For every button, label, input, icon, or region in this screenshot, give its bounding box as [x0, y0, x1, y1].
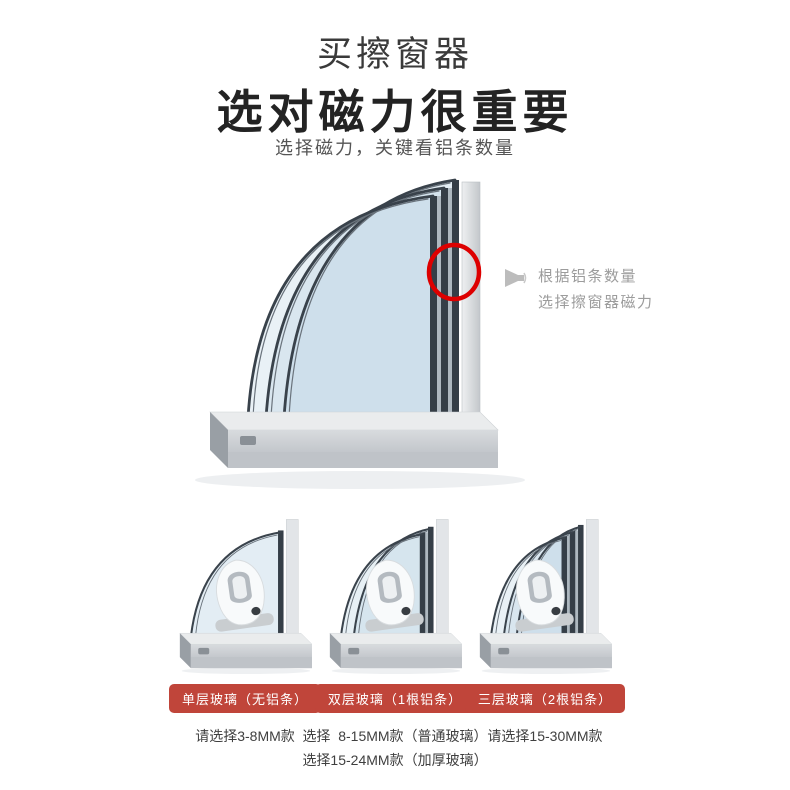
double-glass-illustration [329, 519, 463, 675]
aluminum-strips [567, 530, 579, 637]
cleaner-device [215, 559, 274, 632]
triple-glass-illustration [479, 519, 613, 675]
option-desc-line: 请选择15-30MM款 [487, 728, 603, 744]
option-badge: 单层玻璃（无铝条） [169, 684, 322, 713]
highlight-circle [426, 242, 482, 302]
window-cross-section-illustration [140, 166, 620, 496]
window-cross-section-svg [195, 178, 525, 489]
glass-edge-arcs [246, 178, 457, 420]
option-desc: 请选择3-8MM款 [195, 724, 295, 748]
option-single-glass: 单层玻璃（无铝条） 请选择3-8MM款 [169, 502, 322, 772]
base-rail [209, 411, 499, 468]
ground-shadow [331, 667, 461, 675]
glass-panes [248, 180, 455, 418]
callout-line-2: 选择擦窗器磁力 [538, 294, 654, 311]
cleaner-device [515, 559, 574, 632]
page-subtitle: 选对磁力很重要 [216, 86, 574, 138]
glass-edge-arcs [189, 531, 282, 638]
base-rail [479, 632, 613, 669]
outer-frame-rail [436, 519, 449, 638]
speaker-icon [505, 269, 527, 287]
option-desc-line: 选择 8-15MM款（普通玻璃） [302, 728, 488, 744]
aluminum-strips [437, 188, 452, 418]
option-desc-line: 选择15-24MM款（加厚玻璃） [302, 752, 488, 768]
glass-options: 单层玻璃（无铝条） 请选择3-8MM款 [169, 502, 626, 772]
option-triple-glass: 三层玻璃（2根铝条） 请选择15-30MM款 [464, 502, 626, 772]
cleaner-device [365, 559, 424, 632]
callout: 根据铝条数量 选择擦窗器磁力 [500, 264, 654, 316]
option-double-glass: 双层玻璃（1根铝条） 选择 8-15MM款（普通玻璃） 选择15-24MM款（加… [302, 502, 488, 772]
option-desc-line: 请选择3-8MM款 [195, 728, 295, 744]
outer-frame-rail [286, 519, 299, 638]
page-title: 买擦窗器 [316, 35, 473, 74]
glass-edge-strip [278, 530, 284, 637]
ground-shadow [195, 471, 525, 489]
outer-frame-rail [586, 519, 599, 638]
glass-edge-strips [419, 526, 434, 637]
option-badge: 双层玻璃（1根铝条） [314, 684, 476, 713]
glass-edge-strips [561, 524, 584, 637]
callout-line-1: 根据铝条数量 [538, 268, 638, 285]
option-desc: 请选择15-30MM款 [487, 724, 602, 748]
option-badge: 三层玻璃（2根铝条） [464, 684, 626, 713]
ground-shadow [181, 667, 311, 675]
page-tagline: 选择磁力，关键看铝条数量 [275, 138, 515, 158]
ground-shadow [481, 667, 611, 675]
aluminum-strip [425, 532, 429, 637]
base-rail [179, 632, 313, 669]
callout-text: 根据铝条数量 选择擦窗器磁力 [538, 264, 654, 316]
option-desc: 选择 8-15MM款（普通玻璃） 选择15-24MM款（加厚玻璃） [302, 724, 487, 772]
single-glass-illustration [179, 519, 313, 675]
base-rail [329, 632, 463, 669]
